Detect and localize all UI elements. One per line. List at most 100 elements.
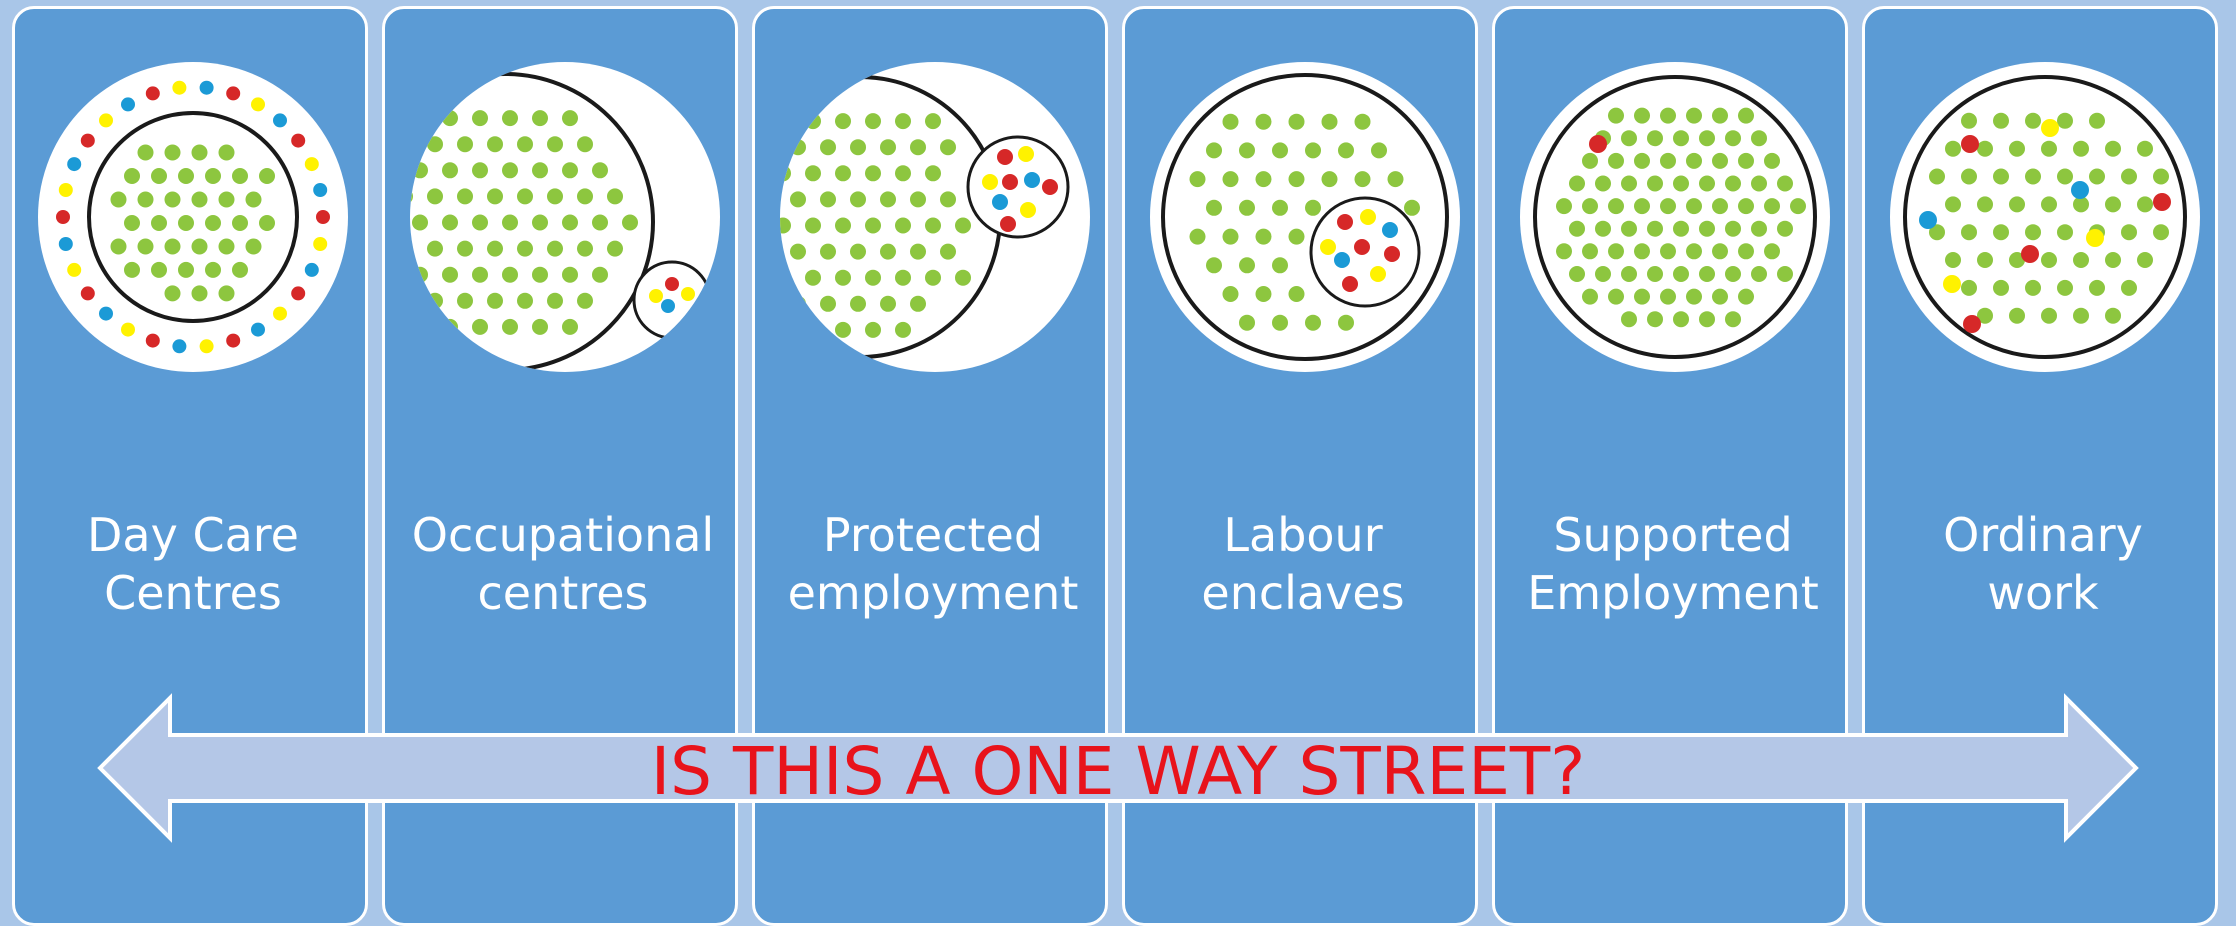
dot <box>2089 168 2105 185</box>
dot <box>532 214 548 231</box>
dot <box>910 139 926 156</box>
dot <box>1725 130 1741 147</box>
dot <box>835 165 851 182</box>
dot <box>955 217 971 234</box>
dot <box>1371 142 1387 159</box>
label-line-2: enclaves <box>1201 566 1405 620</box>
dot <box>1354 113 1371 130</box>
dot <box>2137 196 2153 213</box>
dot <box>199 80 214 95</box>
dot <box>251 322 265 337</box>
dot <box>925 165 941 182</box>
dot <box>178 215 194 231</box>
dot <box>805 217 821 234</box>
dot <box>1712 107 1728 124</box>
dot <box>1595 220 1611 237</box>
dot <box>865 269 881 286</box>
dot <box>910 295 926 312</box>
dot <box>1673 266 1689 282</box>
dot <box>2041 196 2057 213</box>
dot <box>1272 257 1288 274</box>
dot <box>1993 112 2009 129</box>
dot <box>895 217 911 234</box>
dot <box>1255 113 1272 130</box>
dot <box>1647 130 1663 147</box>
dot <box>472 318 488 335</box>
dot <box>1608 288 1624 305</box>
dot <box>1255 286 1272 302</box>
dot <box>865 217 881 234</box>
dot <box>910 191 926 208</box>
dot <box>151 261 167 278</box>
dot <box>805 269 821 286</box>
label-line-1: Labour <box>1223 508 1383 562</box>
dot <box>1738 152 1754 169</box>
dot <box>1977 140 1993 157</box>
dot <box>124 261 140 278</box>
dot <box>1387 171 1404 188</box>
dot <box>1751 130 1767 147</box>
dot <box>304 157 319 172</box>
dot <box>410 190 413 203</box>
dot <box>895 269 911 286</box>
dot <box>2121 279 2137 296</box>
dot <box>442 266 458 283</box>
dot <box>291 286 306 301</box>
dot <box>80 286 95 301</box>
dot <box>1764 152 1780 169</box>
panel-label: Supported Employment <box>1495 506 1851 622</box>
dot <box>245 238 262 255</box>
dot <box>2041 140 2057 157</box>
dot <box>592 214 608 231</box>
dot <box>442 214 458 231</box>
dot <box>199 339 214 354</box>
dot <box>925 269 941 286</box>
circle-protected <box>780 62 1090 372</box>
dot <box>2073 252 2089 268</box>
dot <box>457 188 473 205</box>
dot <box>2105 140 2121 157</box>
dot <box>820 295 836 312</box>
dot <box>1608 152 1624 169</box>
dot <box>472 110 488 127</box>
label-line-1: Ordinary <box>1943 508 2143 562</box>
dot <box>1634 288 1650 305</box>
dot <box>1647 311 1663 328</box>
dot <box>532 318 548 335</box>
panel-label: Day Care Centres <box>15 506 371 622</box>
dot <box>1738 288 1754 305</box>
dot <box>137 238 154 255</box>
dot <box>1189 171 1206 188</box>
dot <box>2121 224 2137 241</box>
dot <box>1673 175 1689 192</box>
dot <box>245 191 262 208</box>
dot <box>1222 286 1239 302</box>
dot <box>56 210 70 224</box>
dot <box>226 86 241 101</box>
dot <box>1634 243 1650 260</box>
label-line-1: Day Care <box>87 508 299 562</box>
dot <box>2025 112 2041 129</box>
dot <box>1712 288 1728 305</box>
dot <box>547 188 563 205</box>
dot <box>1206 142 1222 159</box>
dot <box>457 292 473 309</box>
dot <box>592 266 608 283</box>
dot <box>1608 243 1624 260</box>
dot <box>1738 243 1754 260</box>
panel-label: Labour enclaves <box>1125 506 1481 622</box>
dot <box>1634 198 1650 215</box>
dot <box>865 321 881 338</box>
dot <box>58 237 73 251</box>
dot <box>1961 168 1977 185</box>
dot <box>205 168 221 184</box>
dot <box>442 162 458 179</box>
dot <box>517 240 533 257</box>
dot <box>1189 228 1206 245</box>
dot <box>865 113 881 130</box>
dot <box>592 162 608 179</box>
dot <box>2041 307 2057 324</box>
label-line-2: work <box>1987 566 2099 620</box>
dot <box>820 139 836 156</box>
dot <box>1929 224 1945 241</box>
